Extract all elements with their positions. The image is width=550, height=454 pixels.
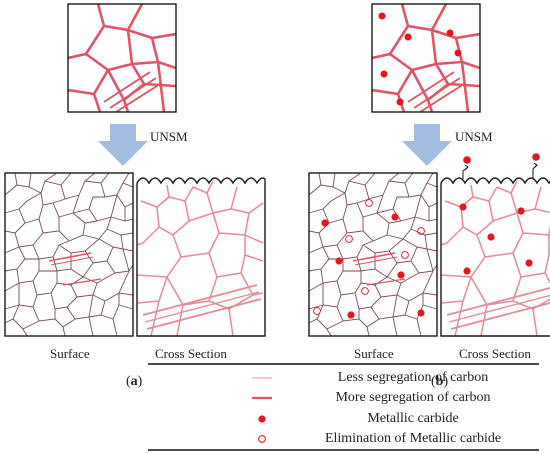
process-label-a: UNSM bbox=[150, 129, 188, 144]
legend-text-metallic-carbide: Metallic carbide bbox=[367, 411, 459, 426]
legend-symbol-open-circle bbox=[258, 435, 266, 443]
legend-text-more-segregation: More segregation of carbon bbox=[335, 390, 491, 405]
panel-b-cross-section-box bbox=[440, 153, 550, 337]
panel-a-cross-section-box bbox=[136, 177, 266, 337]
caption-a-surface: Surface bbox=[50, 346, 90, 361]
legend-symbol-filled-dot bbox=[258, 415, 266, 423]
panel-label-a: (a) bbox=[126, 374, 143, 389]
carbide-dots-surface bbox=[321, 213, 425, 319]
caption-b-cross-section: Cross Section bbox=[459, 346, 531, 361]
process-arrow-b bbox=[402, 124, 452, 166]
carbide-dots-initial bbox=[378, 12, 462, 106]
ejected-carbides bbox=[462, 153, 540, 179]
caption-a-cross-section: Cross Section bbox=[155, 346, 227, 361]
carbide-dots-cross-section bbox=[459, 203, 533, 275]
legend-text-elimination: Elimination of Metallic carbide bbox=[324, 431, 502, 446]
process-arrow-a bbox=[98, 124, 148, 166]
panel-a-surface-box bbox=[4, 172, 134, 337]
process-label-b: UNSM bbox=[455, 129, 493, 144]
panel-a-initial-grains bbox=[67, 3, 177, 113]
eliminated-carbides-surface bbox=[313, 199, 425, 315]
caption-b-surface: Surface bbox=[354, 346, 394, 361]
panel-b-surface-box bbox=[308, 172, 438, 337]
legend-text-less-segregation: Less segregation of carbon bbox=[337, 370, 489, 385]
panel-b-initial-grains bbox=[371, 3, 481, 113]
panel-label-b: (b) bbox=[431, 374, 449, 389]
